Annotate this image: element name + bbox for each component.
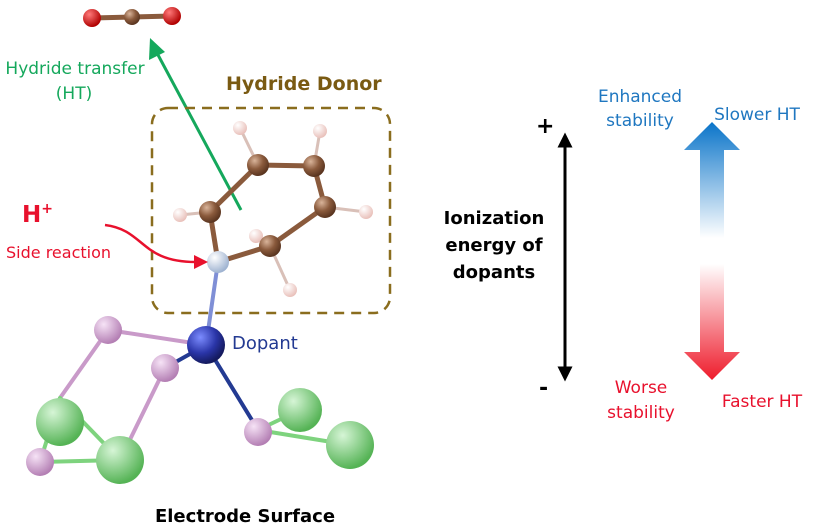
pink-atom <box>244 418 272 446</box>
hydride-transfer-arrow <box>149 38 243 211</box>
hydride-transfer-label-line2: (HT) <box>56 84 92 104</box>
green-atom <box>278 388 322 432</box>
green-atom <box>36 398 84 446</box>
ionization-label-line2: energy of <box>445 235 542 256</box>
hydrogen-atom <box>173 208 187 222</box>
dopant-atom <box>187 326 225 364</box>
hydride-transfer-label-line1: Hydride transfer <box>5 59 144 79</box>
carbon-atom <box>303 155 325 177</box>
faster-ht-label: Faster HT <box>722 392 803 412</box>
hydrogen-atom <box>249 229 263 243</box>
carbon-atom <box>124 9 140 25</box>
pink-atom <box>151 354 179 382</box>
hydrogen-atom <box>283 283 297 297</box>
hydride-donor-label: Hydride Donor <box>226 73 382 95</box>
pink-atom <box>94 316 122 344</box>
hydrogen-atom <box>359 205 373 219</box>
side-reaction-arrow <box>104 223 208 269</box>
hydrogen-atom <box>233 121 247 135</box>
minus-sign: - <box>539 376 548 401</box>
oxygen-atom <box>163 7 181 25</box>
enhanced-stability-line1: Enhanced <box>598 87 682 107</box>
worse-stability-line2: stability <box>607 403 675 423</box>
ionization-label-line1: Ionization <box>444 208 545 229</box>
side-reaction-label: Side reaction <box>6 243 111 262</box>
ionization-label-line3: dopants <box>453 262 535 283</box>
donor-atoms <box>173 121 373 297</box>
green-atom <box>96 436 144 484</box>
carbon-atom <box>259 235 281 257</box>
electrode-atoms <box>26 316 374 484</box>
hydride-donor-box <box>150 106 392 315</box>
enhanced-stability-line2: stability <box>606 111 674 131</box>
hydrogen-atom <box>313 124 327 138</box>
h-plus-label: H+ <box>22 201 53 228</box>
oxygen-atom <box>83 9 101 27</box>
worse-stability-line1: Worse <box>615 378 668 398</box>
carbon-atom <box>199 201 221 223</box>
dopant-label: Dopant <box>232 333 298 354</box>
plus-sign: + <box>536 114 554 139</box>
pink-atom <box>26 448 54 476</box>
stability-gradient-arrow <box>684 122 740 380</box>
co2-molecule <box>83 7 181 27</box>
green-atom <box>326 421 374 469</box>
nitrogen-atom <box>207 251 229 273</box>
carbon-atom <box>247 154 269 176</box>
surface-bonds <box>38 260 352 464</box>
electrode-surface-label: Electrode Surface <box>155 506 335 526</box>
slower-ht-label: Slower HT <box>714 105 800 125</box>
carbon-atom <box>314 196 336 218</box>
